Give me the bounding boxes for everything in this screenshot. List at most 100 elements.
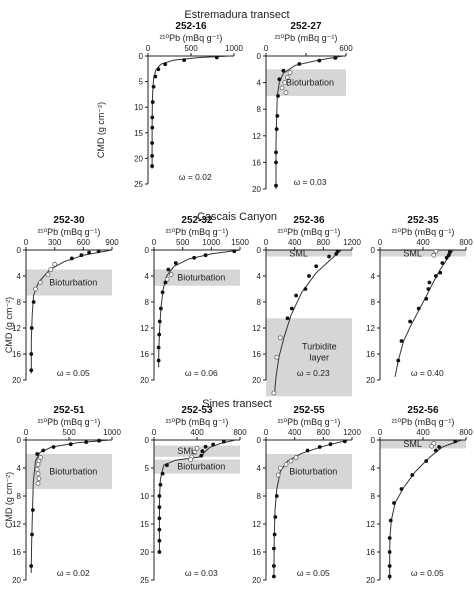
data-point-open: [168, 272, 174, 278]
y-tick-label: 10: [140, 492, 149, 501]
data-point-filled: [271, 574, 276, 579]
data-point-filled: [387, 564, 392, 568]
omega-label: ω = 0.23: [297, 368, 330, 378]
data-point-open: [188, 457, 193, 463]
data-point-filled: [434, 448, 438, 453]
core-id-label: 252-35: [407, 215, 439, 226]
data-point-filled: [447, 250, 452, 254]
core-id-label: 252-51: [53, 405, 85, 416]
data-point-filled: [29, 564, 34, 568]
x-tick-label: 400: [288, 428, 302, 437]
data-point-filled: [150, 115, 155, 120]
y-tick-label: 5: [139, 78, 144, 87]
y-tick-label: 20: [252, 376, 261, 385]
data-point-filled: [396, 358, 401, 363]
data-point-open: [35, 462, 41, 467]
shaded-zone-label: Bioturbation: [177, 462, 225, 472]
data-point-filled: [221, 439, 226, 444]
fit-curve: [394, 249, 454, 377]
y-tick-label: 4: [257, 79, 262, 88]
y-tick-label: 8: [17, 298, 22, 307]
data-point-filled: [392, 501, 396, 505]
shaded-zone-label: SML: [403, 248, 422, 258]
x-tick-label: 900: [105, 238, 119, 247]
y-tick-label: 5: [145, 464, 150, 473]
y-tick-label: 0: [17, 436, 22, 445]
data-point-filled: [424, 296, 429, 301]
data-point-filled: [426, 287, 431, 291]
data-point-filled: [157, 527, 162, 532]
data-point-filled: [271, 546, 276, 551]
data-point-filled: [157, 550, 162, 554]
y-tick-label: 12: [252, 324, 261, 333]
x-tick-label: 0: [24, 238, 29, 247]
omega-label: ω = 0.02: [57, 568, 90, 578]
shaded-zone-label: Bioturbation: [49, 278, 97, 288]
x-tick-label: 0: [152, 428, 157, 437]
fit-curve: [151, 55, 230, 169]
y-tick-label: 4: [371, 464, 376, 473]
data-point-open: [429, 443, 435, 449]
y-tick-label: 20: [140, 548, 149, 557]
data-point-filled: [158, 482, 163, 487]
core-id-label: 252-36: [293, 215, 325, 226]
data-point-open: [283, 462, 289, 467]
data-point-filled: [342, 439, 347, 444]
y-tick-label: 8: [257, 105, 262, 114]
data-point-open: [164, 276, 170, 282]
data-point-filled: [150, 141, 155, 145]
data-point-filled: [30, 532, 34, 537]
data-point-filled: [294, 293, 298, 298]
y-tick-label: 16: [252, 350, 261, 359]
data-point-filled: [453, 439, 458, 444]
y-tick-label: 16: [140, 350, 149, 359]
data-point-filled: [29, 352, 34, 356]
x-tick-label: 500: [184, 44, 198, 53]
data-point-filled: [424, 459, 429, 463]
data-point-filled: [274, 127, 279, 132]
x-tick-label: 800: [317, 428, 331, 437]
x-tick-label: 0: [152, 238, 157, 247]
data-point-filled: [289, 306, 294, 311]
y-tick-label: 8: [371, 298, 376, 307]
data-point-filled: [157, 494, 162, 498]
data-point-open: [45, 272, 51, 278]
x-axis-title: ²¹⁰Pb (mBq g⁻¹): [278, 227, 341, 237]
data-point-filled: [150, 164, 155, 168]
y-tick-label: 12: [366, 324, 375, 333]
data-point-open: [293, 455, 299, 460]
transect-title-cascais: Cascais Canyon: [197, 211, 277, 223]
transect-title-sines: Sines transect: [202, 398, 272, 410]
omega-label: ω = 0.03: [294, 177, 327, 187]
y-tick-label: 20: [134, 154, 143, 163]
y-tick-label: 25: [134, 180, 143, 189]
data-point-open: [275, 472, 281, 478]
data-point-filled: [277, 77, 282, 82]
data-point-filled: [387, 550, 392, 554]
data-point-filled: [192, 255, 197, 260]
y-tick-label: 0: [257, 246, 262, 255]
data-point-filled: [273, 515, 278, 519]
data-point-filled: [41, 448, 46, 453]
data-point-open: [34, 466, 40, 472]
x-tick-label: 400: [416, 238, 430, 247]
y-tick-label: 0: [371, 246, 376, 255]
data-point-filled: [387, 574, 392, 579]
y-tick-label: 16: [366, 350, 375, 359]
y-tick-label: 8: [371, 492, 376, 501]
core-id-label: 252-30: [53, 215, 85, 226]
data-point-filled: [157, 538, 162, 543]
x-tick-label: 0: [264, 44, 269, 53]
data-point-filled: [69, 256, 74, 261]
y-tick-label: 15: [134, 129, 143, 138]
data-point-filled: [444, 255, 449, 260]
data-point-filled: [297, 62, 302, 66]
data-point-filled: [211, 442, 216, 447]
data-point-open: [279, 85, 285, 91]
data-point-filled: [160, 471, 165, 476]
y-tick-label: 16: [252, 548, 261, 557]
shaded-zone-label: layer: [310, 352, 330, 362]
data-point-filled: [388, 518, 393, 523]
